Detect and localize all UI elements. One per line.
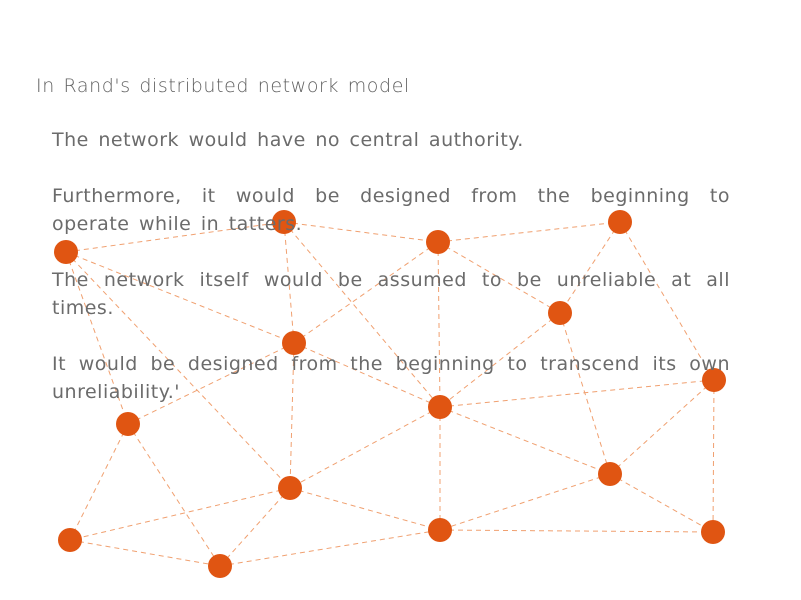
network-node-n9 <box>702 368 726 392</box>
network-node-n6 <box>282 331 306 355</box>
network-node-n14 <box>428 518 452 542</box>
network-edge-n11-n15 <box>609 473 714 533</box>
network-edge-n3-n8 <box>437 241 441 408</box>
network-edge-n6-n7 <box>127 342 295 425</box>
network-edge-n6-n10 <box>289 342 295 489</box>
network-node-n10 <box>278 476 302 500</box>
slide-body: The network would have no central author… <box>52 126 730 434</box>
network-node-n2 <box>272 210 296 234</box>
network-edge-n10-n14 <box>289 487 441 531</box>
network-edge-n1-n10 <box>65 251 291 489</box>
network-edge-n2-n8 <box>283 221 441 408</box>
network-node-n3 <box>426 230 450 254</box>
network-edge-n3-n4 <box>437 221 621 243</box>
slide-heading: In Rand's distributed network model <box>36 75 410 97</box>
network-edge-n7-n12 <box>69 423 129 541</box>
network-edge-n4-n5 <box>559 221 621 314</box>
network-node-n7 <box>116 412 140 436</box>
network-edge-n3-n5 <box>437 241 561 314</box>
network-edge-n10-n12 <box>69 487 291 541</box>
paragraph-unreliable: The network itself would be assumed to b… <box>52 269 730 319</box>
network-edges <box>65 221 715 567</box>
network-edge-n10-n13 <box>219 487 291 567</box>
network-node-n12 <box>58 528 82 552</box>
network-node-n11 <box>598 462 622 486</box>
network-edge-n8-n11 <box>439 406 611 475</box>
network-edge-n3-n6 <box>293 241 439 344</box>
network-edge-n9-n15 <box>712 379 715 533</box>
network-edge-n14-n15 <box>439 529 714 533</box>
network-edge-n5-n8 <box>439 312 561 408</box>
network-edge-n1-n6 <box>65 251 295 344</box>
network-node-n4 <box>608 210 632 234</box>
network-edge-n13-n14 <box>219 529 441 567</box>
network-edge-n4-n9 <box>619 221 715 381</box>
network-edge-n5-n11 <box>559 312 611 475</box>
network-edge-n8-n10 <box>289 406 441 489</box>
network-node-n1 <box>54 240 78 264</box>
network-node-n13 <box>208 554 232 578</box>
network-edge-n1-n2 <box>65 221 285 253</box>
paragraph-operate-in-tatters: Furthermore, it would be designed from t… <box>52 185 730 235</box>
network-node-n5 <box>548 301 572 325</box>
network-edge-n7-n13 <box>127 423 221 567</box>
network-edge-n2-n6 <box>283 221 295 344</box>
network-edge-n11-n14 <box>439 473 611 531</box>
network-edge-n2-n3 <box>283 221 439 243</box>
paragraph-transcend-unreliability: It would be designed from the beginning … <box>52 353 730 403</box>
network-node-n8 <box>428 395 452 419</box>
network-nodes <box>54 210 726 578</box>
paragraph-no-central-authority: The network would have no central author… <box>52 129 524 151</box>
network-edge-n12-n13 <box>69 539 221 567</box>
network-edge-n8-n9 <box>439 379 715 408</box>
network-edge-n1-n7 <box>65 251 129 425</box>
network-node-n15 <box>701 520 725 544</box>
